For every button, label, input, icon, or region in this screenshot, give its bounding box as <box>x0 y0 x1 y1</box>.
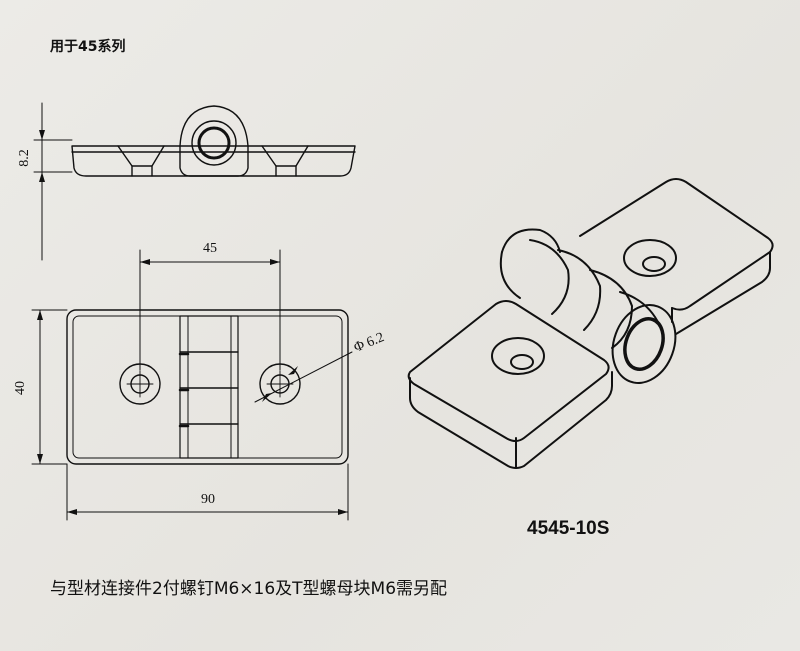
isometric-view <box>407 178 774 469</box>
hole-diameter-dim-label: Φ 6.2 <box>352 330 387 356</box>
series-label: 用于45系列 <box>50 39 126 55</box>
side-view <box>33 102 356 261</box>
model-number: 4545-10S <box>527 518 610 539</box>
hole-spacing-dim-label: 45 <box>203 241 217 256</box>
accessory-note: 与型材连接件2付螺钉M6×16及T型螺母块M6需另配 <box>50 579 448 599</box>
width-dim-label: 40 <box>13 381 28 395</box>
top-view <box>31 249 353 521</box>
thickness-dim-label: 8.2 <box>17 149 32 167</box>
length-dim-label: 90 <box>201 492 215 507</box>
